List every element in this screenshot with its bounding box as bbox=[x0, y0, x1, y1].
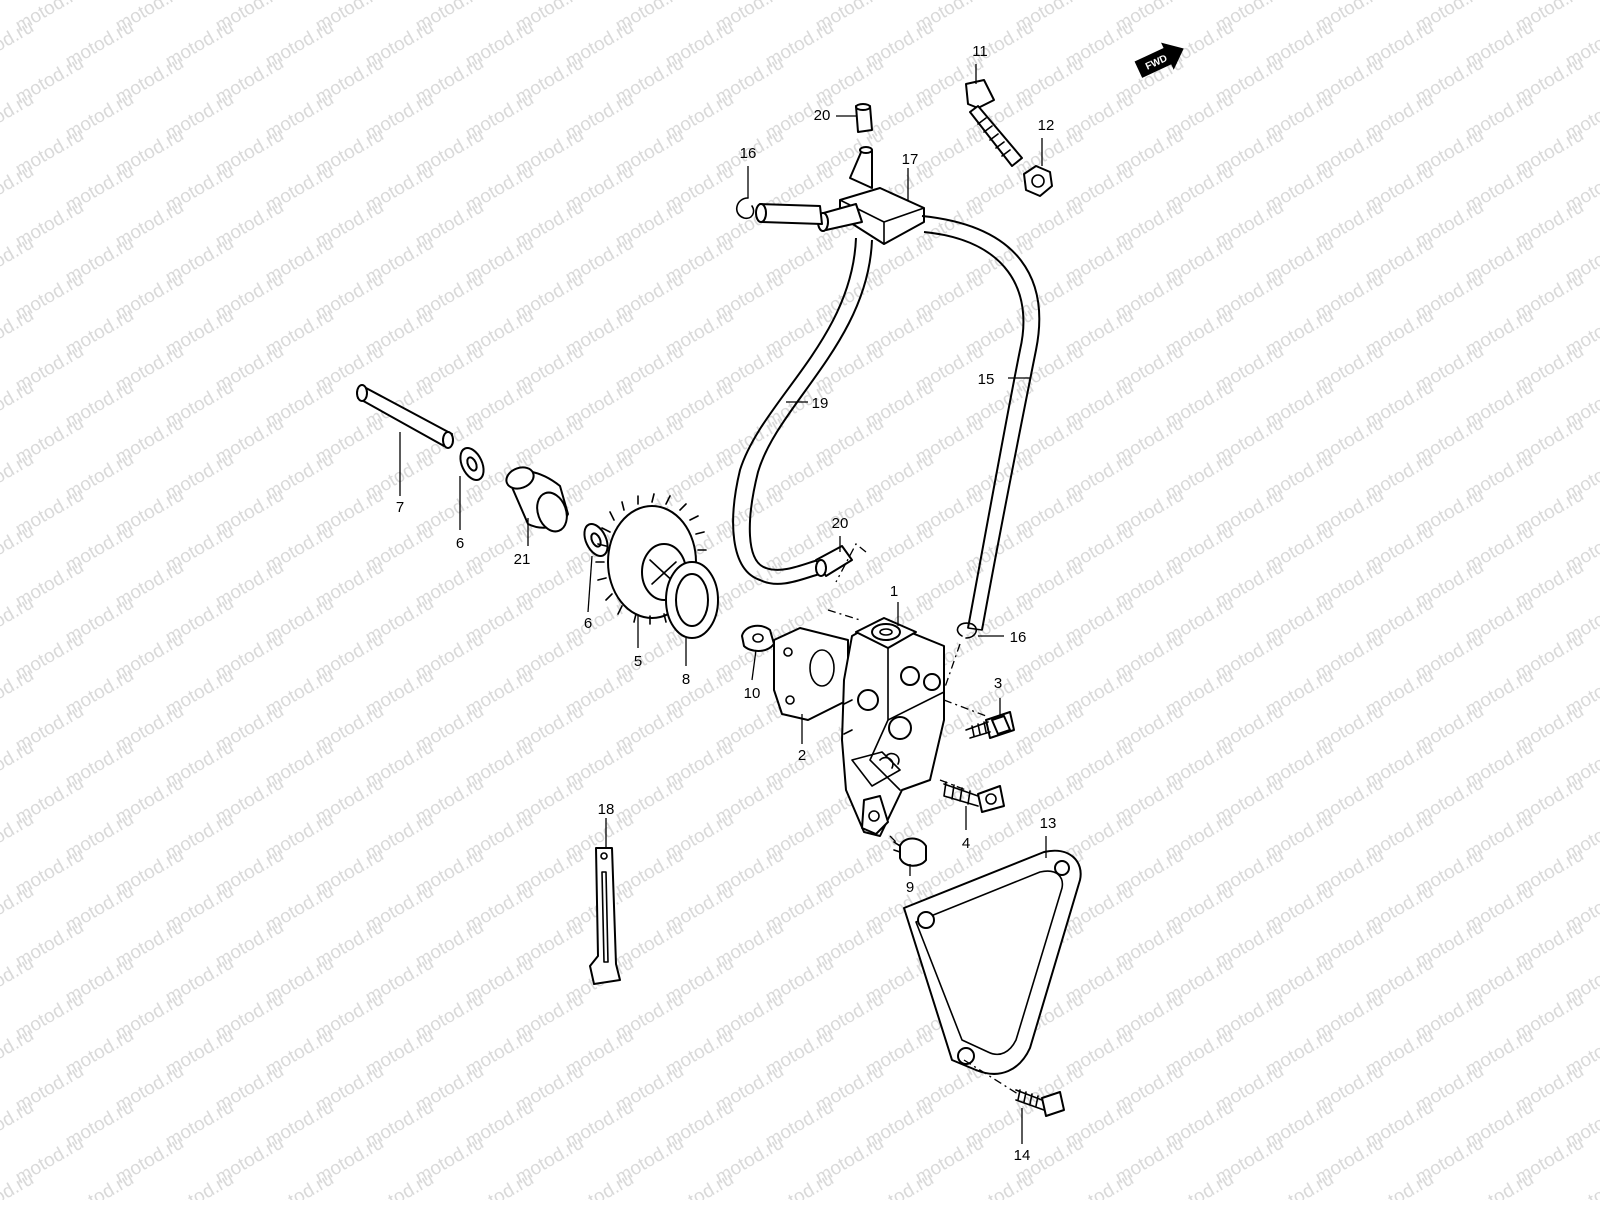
callout-17: 17 bbox=[902, 151, 919, 168]
callout-12: 12 bbox=[1038, 117, 1055, 134]
callout-4: 4 bbox=[962, 835, 970, 852]
callout-8: 8 bbox=[682, 671, 690, 688]
callout-16-right: 16 bbox=[1010, 629, 1027, 646]
watermark-text: motod.ru bbox=[662, 1169, 737, 1200]
callout-6-upper: 6 bbox=[456, 535, 464, 552]
callout-19: 19 bbox=[812, 395, 829, 412]
watermark-text: motod.ru bbox=[362, 1169, 437, 1200]
callout-11: 11 bbox=[972, 43, 988, 60]
part-8-ring bbox=[666, 562, 718, 638]
callout-7: 7 bbox=[396, 499, 404, 516]
callout-20-lower: 20 bbox=[832, 515, 849, 532]
callout-20-top: 20 bbox=[814, 107, 831, 124]
part-12-nut bbox=[1024, 166, 1052, 196]
callout-10: 10 bbox=[744, 685, 761, 702]
watermark-text: motod.ru bbox=[462, 1169, 537, 1200]
part-20-sleeve-lower bbox=[816, 546, 852, 576]
watermark-text: motod.ru bbox=[962, 1169, 1037, 1200]
watermark-text: motod.ru bbox=[62, 1169, 137, 1200]
callout-1: 1 bbox=[890, 583, 898, 600]
callout-18: 18 bbox=[598, 801, 615, 818]
part-10-clip bbox=[742, 626, 774, 651]
watermark-text: motod.ru bbox=[1562, 1169, 1600, 1200]
callout-6-lower: 6 bbox=[584, 615, 592, 632]
callout-2: 2 bbox=[798, 747, 806, 764]
part-2-gasket bbox=[774, 628, 848, 720]
callout-13: 13 bbox=[1040, 815, 1057, 832]
callout-5: 5 bbox=[634, 653, 642, 670]
short-pipe bbox=[756, 204, 822, 224]
part-20-sleeve-top bbox=[856, 104, 872, 132]
callout-14: 14 bbox=[1014, 1147, 1031, 1164]
callout-3: 3 bbox=[994, 675, 1002, 692]
watermark-text: motod.ru bbox=[1362, 1169, 1437, 1200]
watermark-text: motod.ru bbox=[762, 1169, 837, 1200]
callout-15: 15 bbox=[978, 371, 995, 388]
callout-16-top: 16 bbox=[740, 145, 757, 162]
watermark-text: motod.ru bbox=[862, 1169, 937, 1200]
callout-21: 21 bbox=[514, 551, 531, 568]
watermark-text: motod.ru bbox=[1162, 1169, 1237, 1200]
callout-9: 9 bbox=[906, 879, 914, 896]
watermark-text: motod.ru bbox=[1462, 1169, 1537, 1200]
watermark-text: motod.ru bbox=[1062, 1169, 1137, 1200]
watermark-text: motod.ru bbox=[1262, 1169, 1337, 1200]
watermark-text: motod.ru bbox=[262, 1169, 337, 1200]
watermark-text: motod.ru bbox=[162, 1169, 237, 1200]
watermark-text: motod.ru bbox=[562, 1169, 637, 1200]
